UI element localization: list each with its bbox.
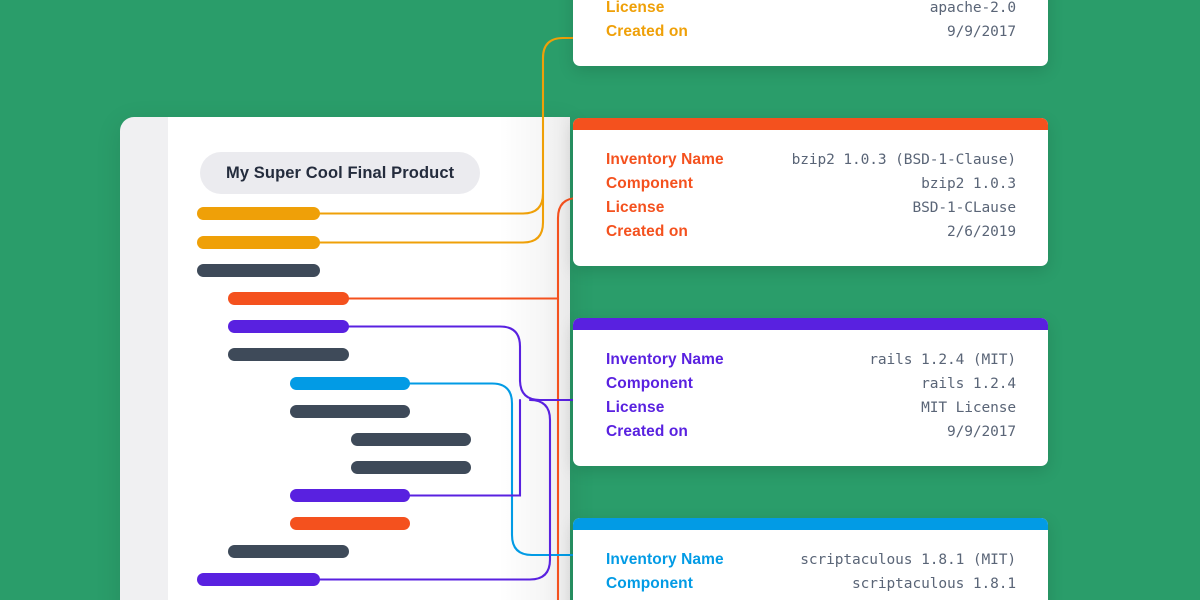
card-row-value: bzip2 1.0.3	[921, 176, 1016, 192]
card-body: Inventory Name scriptaculous 1.8.1 (MIT) C…	[573, 530, 1048, 600]
card-row-label: Inventory Name	[606, 551, 724, 568]
card-row-label: License	[606, 199, 665, 216]
bar-red-1[interactable]	[228, 292, 349, 305]
bar-orange-2[interactable]	[197, 236, 320, 249]
bar-slate-2[interactable]	[228, 348, 349, 361]
card-rails[interactable]: Inventory Name rails 1.2.4 (MIT) Component…	[573, 318, 1048, 466]
card-row: License apache-2.0	[606, 0, 1016, 20]
card-accent-bar	[573, 518, 1048, 530]
card-row: Created on 2/6/2019	[606, 220, 1016, 244]
card-body: Inventory Name bzip2 1.0.3 (BSD-1-Clause)…	[573, 130, 1048, 266]
bar-purple-1[interactable]	[228, 320, 349, 333]
card-row: Inventory Name rails 1.2.4 (MIT)	[606, 348, 1016, 372]
card-row: Inventory Name bzip2 1.0.3 (BSD-1-Clause)	[606, 148, 1016, 172]
card-row-label: License	[606, 399, 665, 416]
card-row-value: scriptaculous 1.8.1 (MIT)	[800, 552, 1016, 568]
card-row-label: Created on	[606, 223, 688, 240]
card-row-value: MIT License	[921, 400, 1016, 416]
card-row-value: 9/9/2017	[946, 424, 1016, 440]
bar-slate-5[interactable]	[351, 461, 471, 474]
card-row-label: Created on	[606, 423, 688, 440]
card-row: Component bzip2 1.0.3	[606, 172, 1016, 196]
card-row-value: BSD-1-CLause	[912, 200, 1016, 216]
bar-slate-3[interactable]	[290, 405, 410, 418]
bar-slate-4[interactable]	[351, 433, 471, 446]
card-body: Inventory Name rails 1.2.4 (MIT) Component…	[573, 330, 1048, 466]
card-scriptaculous[interactable]: Inventory Name scriptaculous 1.8.1 (MIT) C…	[573, 518, 1048, 600]
card-row-value: bzip2 1.0.3 (BSD-1-Clause)	[791, 152, 1016, 168]
card-row-label: Component	[606, 575, 693, 592]
card-row-label: Inventory Name	[606, 351, 724, 368]
card-row-value: 9/9/2017	[946, 24, 1016, 40]
card-row: License	[606, 596, 1016, 600]
card-row-value: rails 1.2.4	[921, 376, 1016, 392]
card-row-value: rails 1.2.4 (MIT)	[869, 352, 1016, 368]
card-row-label: Inventory Name	[606, 151, 724, 168]
bar-blue-1[interactable]	[290, 377, 410, 390]
card-apache[interactable]: Inventory NameComponentLicenseapache-2.0…	[573, 0, 1048, 66]
bar-orange-1[interactable]	[197, 207, 320, 220]
card-row: Created on 9/9/2017	[606, 420, 1016, 444]
bar-purple-3[interactable]	[197, 573, 320, 586]
card-row-value: scriptaculous 1.8.1	[852, 576, 1016, 592]
card-bzip2[interactable]: Inventory Name bzip2 1.0.3 (BSD-1-Clause)…	[573, 118, 1048, 266]
card-row-value: 2/6/2019	[946, 224, 1016, 240]
card-row: License BSD-1-CLause	[606, 196, 1016, 220]
card-row: Inventory Name scriptaculous 1.8.1 (MIT)	[606, 548, 1016, 572]
card-row-label: Component	[606, 175, 693, 192]
card-row: License MIT License	[606, 396, 1016, 420]
bar-slate-6[interactable]	[228, 545, 349, 558]
bar-purple-2[interactable]	[290, 489, 410, 502]
card-row: Created on 9/9/2017	[606, 20, 1016, 44]
card-row-value: apache-2.0	[929, 0, 1016, 16]
bar-slate-1[interactable]	[197, 264, 320, 277]
card-row-label: License	[606, 0, 665, 16]
card-body: Inventory NameComponentLicenseapache-2.0…	[573, 0, 1048, 66]
card-row: Component rails 1.2.4	[606, 372, 1016, 396]
card-row-label: Created on	[606, 23, 688, 40]
product-title-label: My Super Cool Final Product	[226, 163, 455, 182]
card-row-label: Component	[606, 375, 693, 392]
product-title-pill[interactable]: My Super Cool Final Product	[200, 152, 481, 194]
card-accent-bar	[573, 318, 1048, 330]
card-row: Component scriptaculous 1.8.1	[606, 572, 1016, 596]
bar-red-2[interactable]	[290, 517, 410, 530]
card-accent-bar	[573, 118, 1048, 130]
